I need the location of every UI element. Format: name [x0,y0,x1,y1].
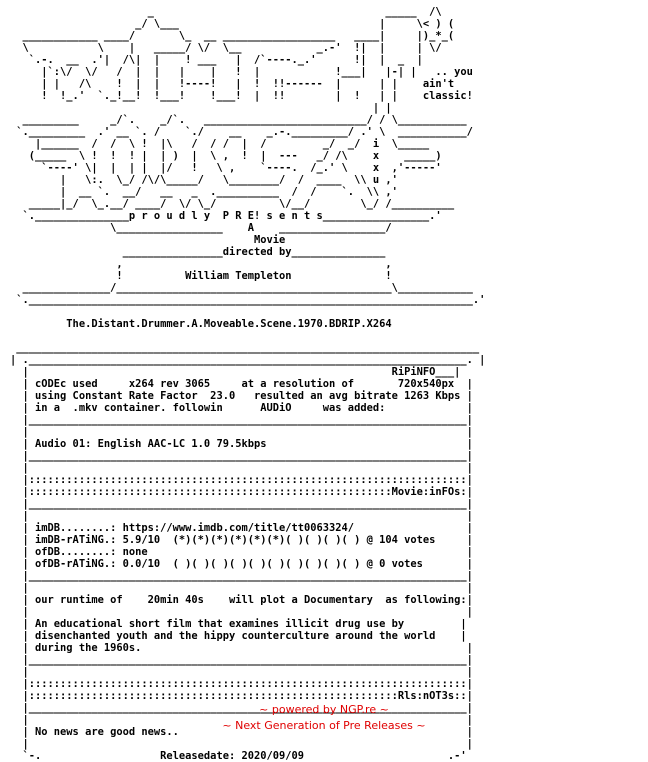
nfo-ascii-art: _ _____ /\ _/ \___ | \< ) ( ____________… [10,6,486,762]
footer-credits: ~ powered by NGP.re ~ ~ Next Generation … [0,702,648,734]
footer-tagline: ~ Next Generation of Pre Releases ~ [222,719,426,732]
footer-powered-by: ~ powered by NGP.re ~ [259,703,389,716]
